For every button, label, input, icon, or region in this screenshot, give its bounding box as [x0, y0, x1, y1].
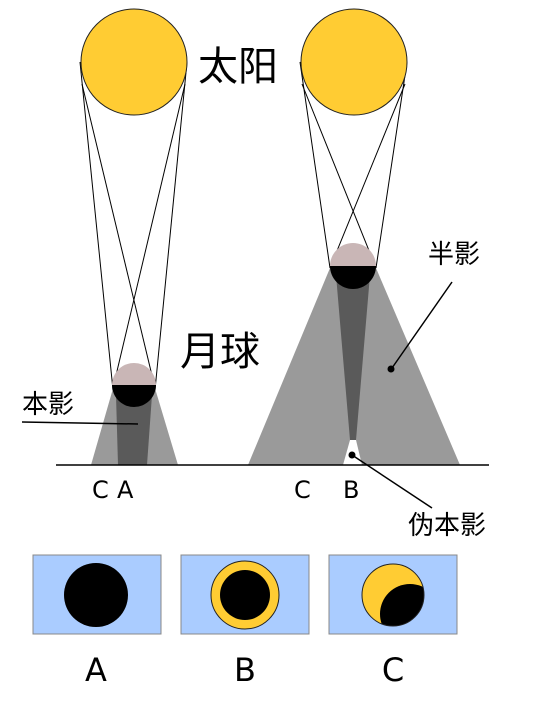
- antumbra-label: 伪本影: [408, 511, 486, 541]
- panel-a-moon: [64, 563, 128, 627]
- ground-point-left-a: A: [117, 476, 134, 504]
- left-umbra: [116, 395, 152, 465]
- umbra-pointer: [21, 421, 139, 425]
- left-sun: [80, 8, 188, 116]
- penumbra-dot: [387, 365, 395, 373]
- umbra-label: 本影: [22, 390, 74, 420]
- antumbra-dot: [348, 451, 356, 459]
- panel-a-label: A: [85, 651, 107, 689]
- right-moon: [330, 243, 376, 289]
- moon-label: 月球: [180, 329, 260, 375]
- left-configuration: [79, 8, 188, 465]
- penumbra-label: 半影: [428, 240, 480, 270]
- right-sun: [300, 8, 408, 116]
- ground-point-right-c: C: [294, 476, 311, 504]
- right-configuration: [248, 8, 460, 465]
- right-umbra: [336, 275, 370, 440]
- panel-b: B: [180, 554, 310, 689]
- right-penumbra-right: [346, 268, 460, 465]
- ground-point-left-c: C: [92, 476, 109, 504]
- penumbra-pointer: [391, 281, 453, 369]
- antumbra-pointer: [351, 454, 433, 509]
- right-penumbra-left: [248, 268, 356, 465]
- sun-label: 太阳: [198, 44, 278, 90]
- panel-b-moon: [220, 570, 270, 620]
- panel-c: C: [328, 554, 458, 689]
- panel-c-label: C: [382, 651, 404, 689]
- panel-a: A: [32, 554, 162, 689]
- ground-point-right-b: B: [343, 476, 359, 504]
- panel-c-moon: [380, 584, 424, 626]
- panel-b-label: B: [234, 651, 256, 689]
- left-moon: [112, 363, 156, 407]
